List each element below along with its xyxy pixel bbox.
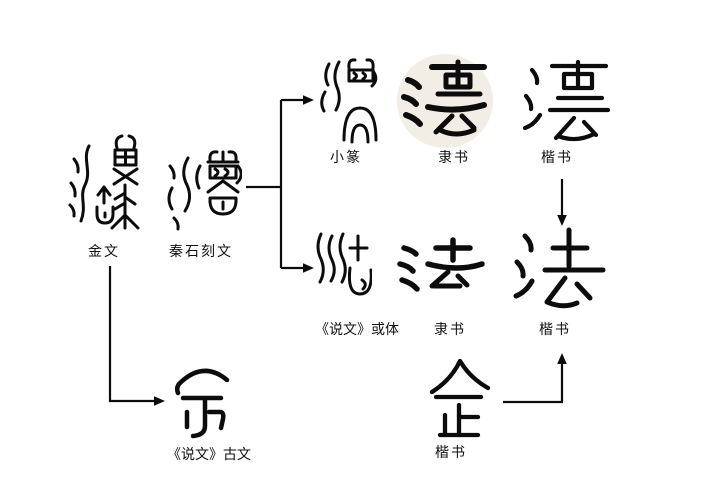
kaishu-qi-glyph-drawing xyxy=(429,358,491,438)
label-kaishu-fa: 楷书 xyxy=(539,322,571,338)
kaishuqi-to-kaishufa-line xyxy=(503,363,564,404)
glyph-huoti xyxy=(312,228,372,310)
label-kaishu-qi: 楷书 xyxy=(435,445,467,461)
label-qinshike: 秦石刻文 xyxy=(169,244,233,260)
arrowhead-up-kaishufa xyxy=(557,353,567,364)
xiaozhuan-glyph-drawing xyxy=(320,58,378,144)
glyph-xiaozhuan xyxy=(318,56,378,148)
glyph-jinwen xyxy=(64,133,142,235)
arrowhead-huoti xyxy=(303,263,314,273)
label-guwen: 《说文》古文 xyxy=(167,447,251,463)
label-lishu-fa: 隶书 xyxy=(434,322,466,338)
qinshike-glyph-drawing xyxy=(167,150,242,231)
label-xiaozhuan: 小篆 xyxy=(330,150,362,166)
guwen-glyph-drawing xyxy=(174,368,230,439)
glyph-lishu-la xyxy=(396,52,494,150)
glyph-lishu-fa xyxy=(394,236,486,300)
jinwen-to-guwen-line xyxy=(108,266,155,403)
lishu-fa-glyph-drawing xyxy=(397,237,485,292)
glyph-kaishu-qi xyxy=(414,355,502,442)
arrowhead-down-kaishufa xyxy=(557,215,567,226)
label-kaishu-la: 楷书 xyxy=(541,150,573,166)
huoti-glyph-drawing xyxy=(316,232,372,296)
kaishu-fa-glyph-drawing xyxy=(513,227,606,309)
glyph-qinshike xyxy=(160,148,242,240)
glyph-kaishu-fa xyxy=(507,222,611,318)
jinwen-glyph-drawing xyxy=(68,134,140,230)
label-huoti: 《说文》或体 xyxy=(315,322,399,338)
glyph-kaishu-la xyxy=(516,54,614,152)
glyph-guwen xyxy=(167,356,235,446)
arrowhead-guwen xyxy=(154,396,165,406)
label-jinwen: 金文 xyxy=(88,244,120,260)
arrowhead-xiaozhuan xyxy=(303,95,314,105)
label-lishu-la: 隶书 xyxy=(438,150,470,166)
lishu-la-glyph-drawing xyxy=(397,54,493,148)
kaishu-la-glyph-drawing xyxy=(522,59,611,142)
